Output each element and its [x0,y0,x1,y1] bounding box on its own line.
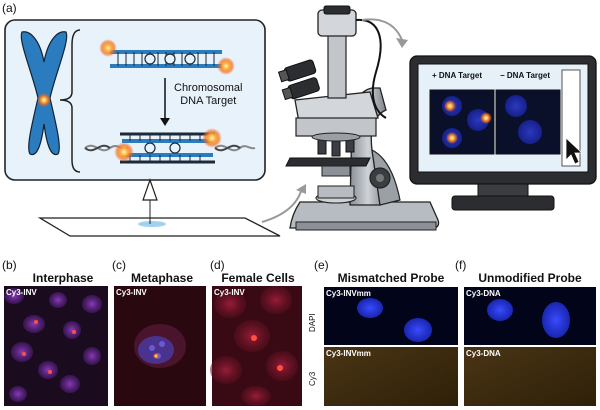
panel-label-e: (e) [314,258,329,272]
panel-label-a: (a) [2,1,17,15]
tag-mismatched-dapi: Cy3-INVmm [326,289,371,298]
tag-unmodified-cy3: Cy3-DNA [466,349,501,358]
arrow-icon [361,18,403,41]
tag-unmodified-dapi: Cy3-DNA [466,289,501,298]
target-label-line1: Chromosomal [174,82,243,94]
dna-invasion [84,128,256,164]
arrow-icon [396,38,408,48]
row-label-cy3: Cy3 [308,371,317,386]
monitor-icon [409,55,597,211]
image-interphase [4,286,108,406]
title-mismatched-probe: Mismatched Probe [337,271,445,285]
monitor-plus-target: + DNA Target [432,71,483,80]
row-label-dapi: DAPI [308,313,317,332]
image-female-cells [210,286,302,406]
tag-mismatched-cy3: Cy3-INVmm [326,349,371,358]
tag-interphase: Cy3-INV [6,288,37,297]
title-unmodified-probe: Unmodified Probe [478,271,582,285]
panel-label-b: (b) [2,258,17,272]
arrow-icon [261,184,306,223]
image-mismatched-cy3 [324,347,458,406]
title-interphase: Interphase [32,271,94,285]
title-metaphase: Metaphase [130,271,194,285]
panel-label-f: (f) [455,258,467,272]
microscope-icon [277,5,440,231]
image-unmodified-dapi [464,287,596,345]
image-mismatched-dapi [324,287,458,345]
chromosome-icon [20,31,68,156]
title-female-cells: Female Cells [221,271,295,285]
tag-female-cells: Cy3-INV [214,288,245,297]
tag-metaphase: Cy3-INV [116,288,147,297]
dna-probe-top [99,39,235,75]
target-label-line2: DNA Target [180,95,237,107]
monitor-minus-target: − DNA Target [500,71,551,80]
target-label: Chromosomal DNA Target [174,82,242,108]
cursor-icon [565,137,584,165]
slide-icon [37,200,281,237]
image-metaphase [114,286,206,406]
panel-label-d: (d) [210,258,225,272]
schematic-panel [4,19,266,201]
image-unmodified-cy3 [464,347,596,406]
panel-label-c: (c) [112,258,126,272]
